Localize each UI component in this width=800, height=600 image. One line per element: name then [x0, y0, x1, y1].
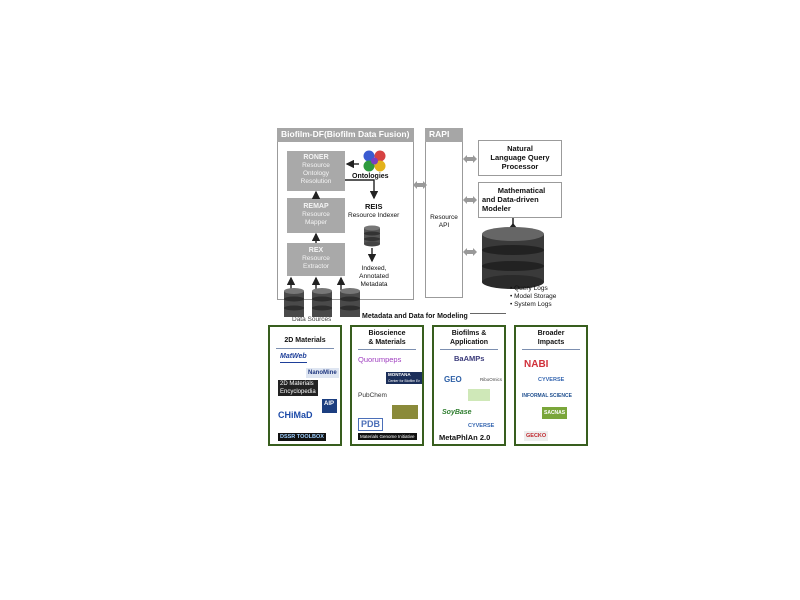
double-arrow-icon — [463, 155, 477, 163]
log-item: • System Logs — [510, 301, 552, 308]
riboomics-logo: RiboOmics — [480, 377, 503, 382]
panel-divider — [522, 349, 580, 350]
panel-divider — [276, 348, 334, 349]
dssr-toolbox-logo: DSSR TOOLBOX — [278, 433, 326, 441]
panel-2d-materials: 2D Materials MatWeb NanoMine 2D Material… — [268, 325, 342, 446]
logo-line: Encyclopedia — [280, 389, 316, 395]
panel-title: Impacts — [537, 338, 565, 346]
roner-box: RONER Resource Ontology Resolution — [287, 151, 345, 191]
biofilm-df-title: Biofilm-DF(Biofilm Data Fusion) — [277, 128, 414, 142]
rex-line: Resource — [302, 255, 330, 262]
quorumpeps-logo: Quorumpeps — [358, 355, 402, 364]
logo-line: Center for Biofilm Engineering — [388, 379, 420, 383]
nanomine-logo: NanoMine — [306, 368, 339, 378]
storage-database-icon — [482, 218, 544, 289]
logo-line: 2D Materials — [280, 381, 314, 387]
nlqp-line: Processor — [501, 162, 539, 171]
roner-line: Resolution — [300, 178, 332, 185]
rapi-title: RAPI — [425, 128, 463, 142]
panel-title: 2D Materials — [284, 337, 326, 344]
double-arrow-icon — [463, 196, 477, 204]
panel-title: Application — [449, 338, 489, 346]
rex-box: REX Resource Extractor — [287, 243, 345, 276]
nlqp-line: Language Query — [490, 153, 550, 162]
rapi-line: Resource — [430, 214, 458, 221]
roner-title: RONER — [303, 154, 329, 161]
2d-materials-encyclopedia-logo: 2D Materials Encyclopedia — [278, 380, 318, 396]
nlqp-line: Natural — [507, 144, 533, 153]
rex-title: REX — [308, 247, 324, 254]
sacnas-logo: SACNAS — [542, 407, 568, 419]
pdb-logo: PDB — [358, 418, 384, 431]
mdm-line: Modeler — [482, 204, 511, 213]
montana-cbe-logo: MONTANA Center for Biofilm Engineering — [386, 372, 422, 384]
panel-divider — [358, 349, 416, 350]
double-arrow-icon — [413, 181, 427, 189]
rapi-container — [425, 128, 463, 298]
data-source-database-icon — [284, 288, 360, 317]
double-arrow-icon — [463, 248, 477, 256]
matweb-logo: MatWeb — [280, 352, 307, 363]
cyverse-logo: CYVERSE — [538, 377, 565, 383]
informal-science-logo: INFORMAL SCIENCE — [522, 393, 572, 399]
panel-title: & Materials — [368, 338, 406, 346]
data-driven-modeler-box: Mathematical and Data-driven Modeler — [478, 182, 562, 218]
indexed-line: Indexed, — [361, 265, 387, 272]
cyverse-logo: CYVERSE — [468, 423, 495, 429]
rapi-line: API — [438, 222, 450, 229]
nabi-logo: NABI — [524, 359, 549, 370]
baamps-logo: BaAMPs — [454, 354, 485, 363]
gecko-logo: GECKO — [524, 431, 549, 441]
mdm-line: and Data-driven — [482, 195, 539, 204]
ontologies-icon — [363, 150, 386, 172]
indexed-line: Annotated — [359, 273, 389, 280]
panel-title: Biofilms & — [451, 330, 487, 337]
log-item: • Query Logs — [510, 285, 548, 292]
logo-line: MONTANA — [388, 372, 411, 377]
indexed-line: Metadata — [360, 281, 388, 288]
reis-subtitle: Resource Indexer — [348, 212, 400, 219]
rapi-label: Resource API — [425, 214, 463, 230]
panel-title: Bioscience — [368, 330, 406, 337]
panel-biofilms-application: Biofilms & Application BaAMPs GEO RiboOm… — [432, 325, 506, 446]
chimad-logo: CHiMaD — [278, 410, 313, 420]
rex-line: Extractor — [302, 263, 329, 270]
database-icon — [364, 225, 380, 247]
panel-broader-impacts: Broader Impacts NABI CYVERSE INFORMAL SC… — [514, 325, 588, 446]
mdm-line: Mathematical — [497, 186, 546, 195]
pubchem-logo: PubChem — [358, 392, 387, 399]
roner-line: Resource — [302, 162, 330, 169]
materials-genome-initiative-logo: Materials Genome Initiative — [358, 433, 417, 440]
soybase-logo: SoyBase — [442, 409, 472, 416]
remap-line: Mapper — [304, 219, 328, 226]
biofilm-image — [392, 405, 418, 419]
df-arrows — [286, 159, 379, 290]
reis-title: REIS — [365, 202, 383, 211]
metaphlan-logo: MetaPhlAn 2.0 — [439, 433, 491, 442]
metadata-section-title: Metadata and Data for Modeling — [360, 313, 470, 320]
remap-box: REMAP Resource Mapper — [287, 198, 345, 233]
indexed-metadata-label: Indexed, Annotated Metadata — [357, 265, 391, 289]
roner-line: Ontology — [302, 170, 330, 177]
geo-logo: GEO — [444, 375, 462, 384]
data-sources-label: Data Sources — [292, 316, 332, 322]
nlq-processor-box: Natural Language Query Processor — [478, 140, 562, 176]
panel-divider — [440, 349, 498, 350]
logs-list: • Query Logs • Model Storage • System Lo… — [510, 285, 556, 309]
bioomics-image — [468, 389, 490, 401]
remap-title: REMAP — [303, 203, 329, 210]
aip-logo: AIP — [322, 399, 337, 413]
panel-bioscience-materials: Bioscience & Materials Quorumpeps MONTAN… — [350, 325, 424, 446]
remap-line: Resource — [302, 211, 330, 218]
panel-title: Broader — [537, 330, 565, 337]
log-item-label: Query Logs — [514, 285, 548, 292]
log-item-label: Model Storage — [514, 293, 557, 300]
log-item: • Model Storage — [510, 293, 557, 300]
log-item-label: System Logs — [514, 301, 552, 308]
ontologies-label: Ontologies — [352, 173, 389, 180]
